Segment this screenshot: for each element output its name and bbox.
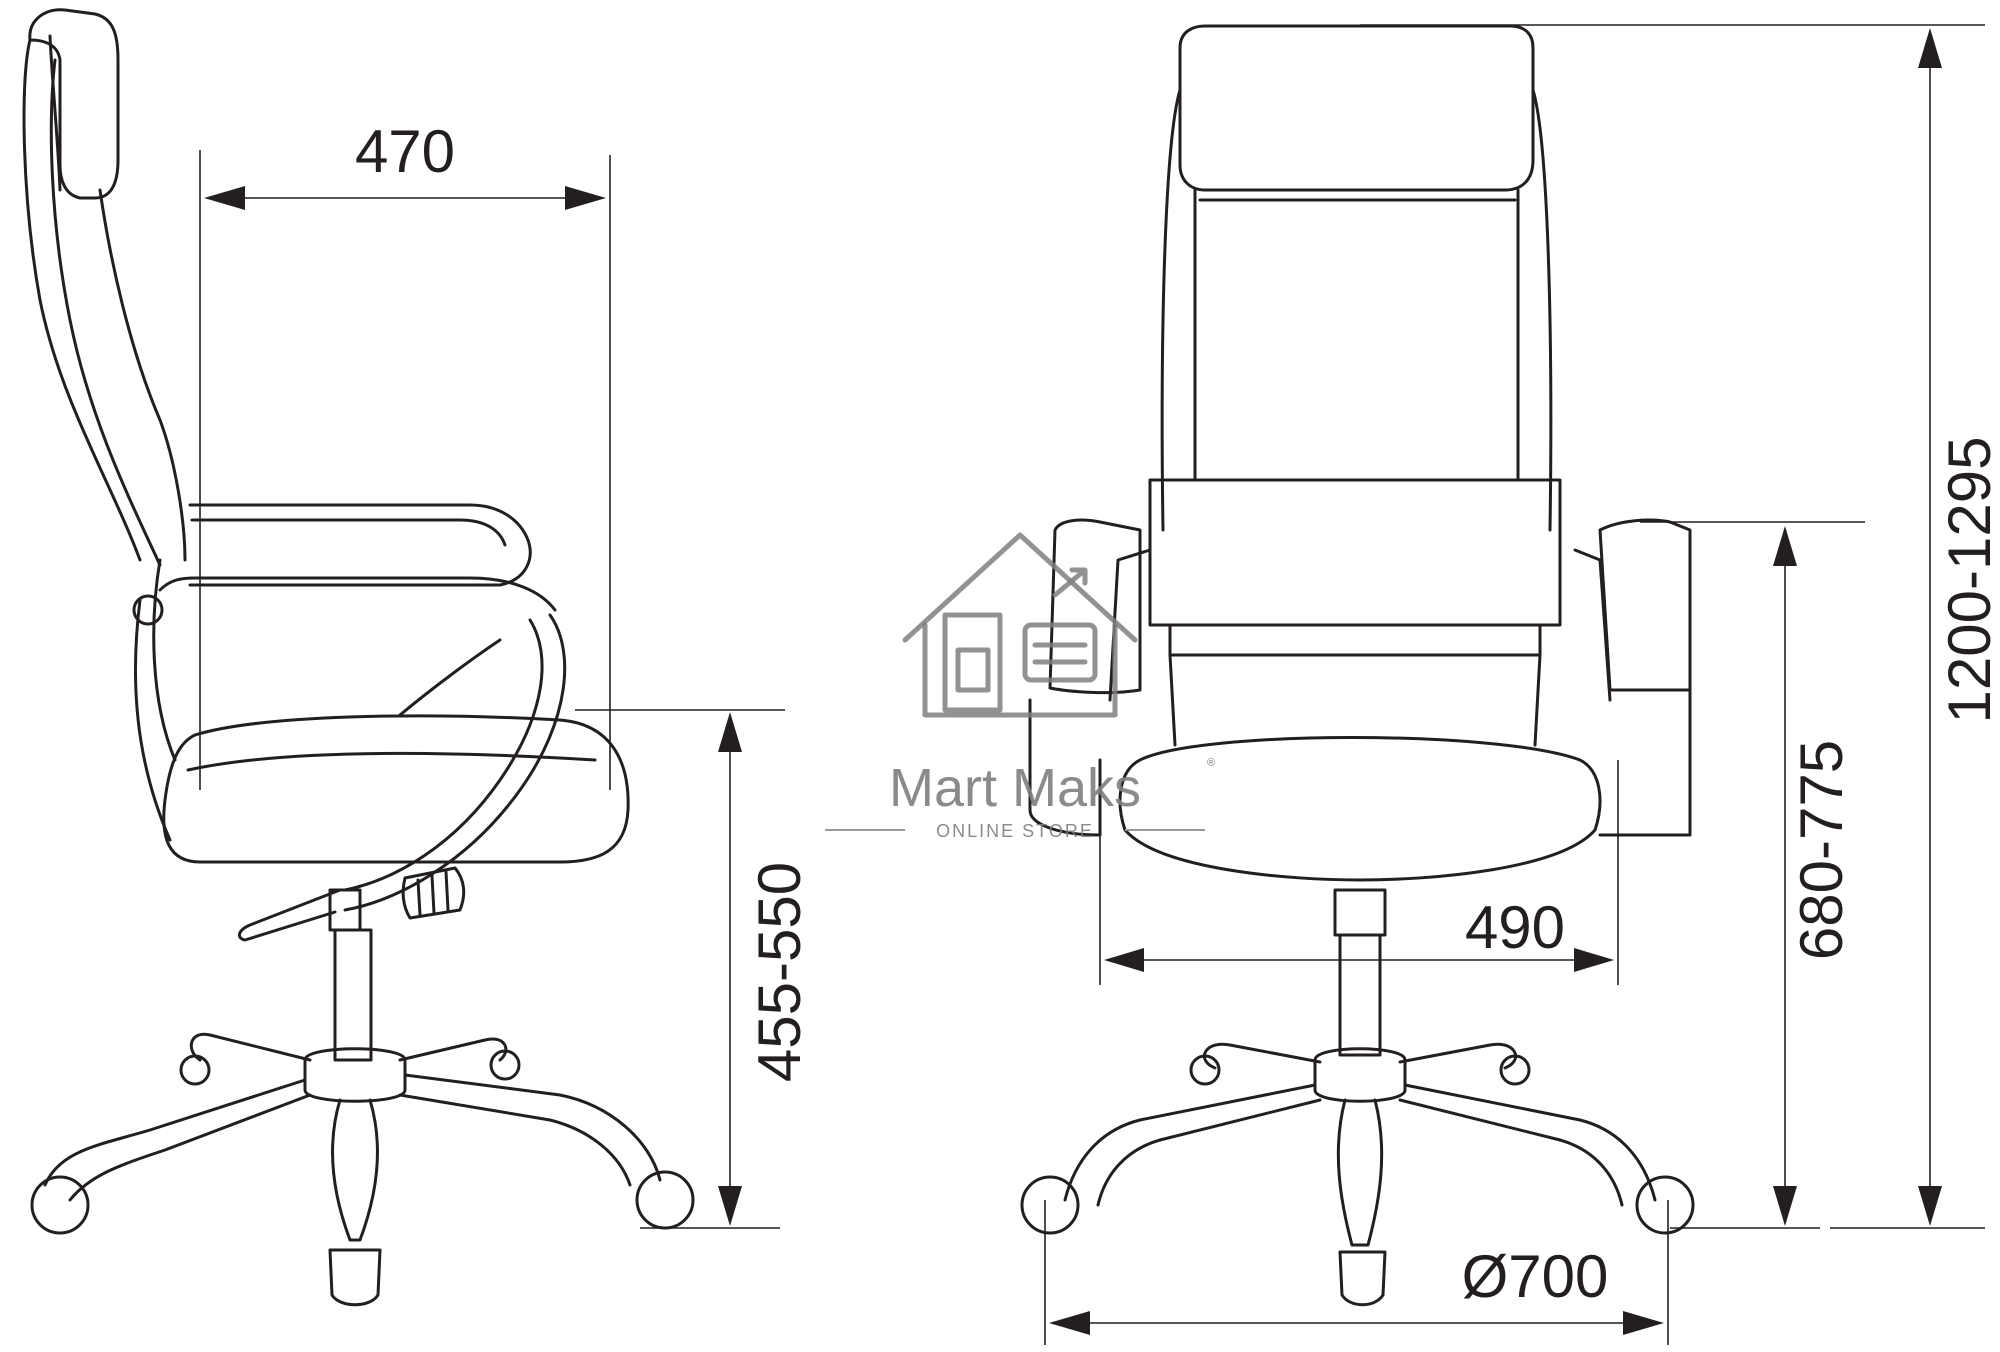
watermark-tagline: ONLINE STORE — [936, 821, 1094, 841]
dimension-overall-height: 1200-1295 — [1360, 24, 2000, 1229]
overall-height-label: 1200-1295 — [1936, 437, 2000, 724]
watermark-registered-mark: ® — [1207, 757, 1215, 769]
dimension-seat-width: 490 — [1099, 760, 1619, 985]
house-cart-icon — [902, 532, 1138, 718]
watermark-logo: Mart Maks ® ONLINE STORE — [825, 532, 1215, 841]
base-diameter-label: Ø700 — [1462, 1243, 1609, 1310]
watermark-brand: Mart Maks — [889, 758, 1141, 818]
dimension-seat-depth: 470 — [199, 118, 611, 790]
seat-depth-label: 470 — [355, 118, 455, 185]
seat-height-label: 455-550 — [746, 862, 813, 1082]
dimension-seat-height: 455-550 — [575, 709, 813, 1229]
front-view-chair — [1020, 24, 1695, 1307]
dimension-base-diameter: Ø700 — [1044, 1200, 1669, 1345]
seat-width-label: 490 — [1465, 894, 1565, 961]
side-view-chair — [22, 8, 695, 1307]
dimension-armrest-height: 680-775 — [1640, 521, 1865, 1229]
armrest-height-label: 680-775 — [1788, 740, 1855, 960]
